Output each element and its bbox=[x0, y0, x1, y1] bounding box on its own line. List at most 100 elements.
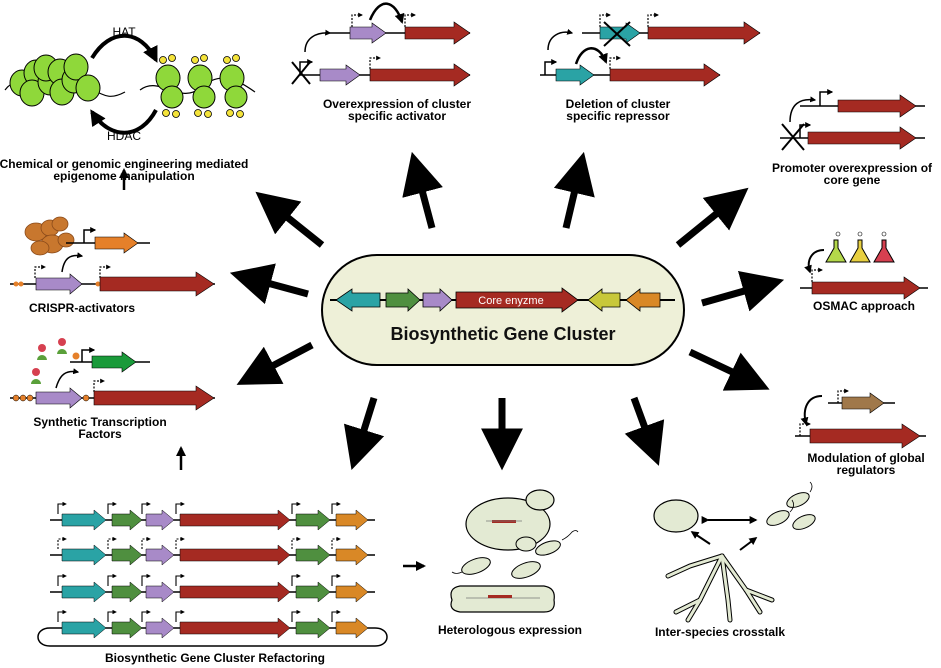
global-label-2: regulators bbox=[837, 463, 896, 477]
arrow-to-osmac bbox=[701, 270, 785, 312]
repressor-gene bbox=[599, 22, 641, 44]
epigenome-panel: HAT HDAC Chemical or genomic engineering… bbox=[0, 25, 256, 183]
refactor-gene bbox=[295, 509, 331, 531]
gene-lime bbox=[587, 288, 621, 312]
crispr-label: CRISPR-activators bbox=[29, 301, 135, 315]
stf-label-2: Factors bbox=[78, 427, 122, 441]
filamentous-fungus-fill bbox=[666, 554, 774, 622]
arrow-to-activator bbox=[402, 151, 443, 229]
refactor-promoter bbox=[175, 501, 185, 514]
cluster-capsule bbox=[321, 254, 685, 366]
hdac-label: HDAC bbox=[107, 129, 141, 143]
activator-label-2: specific activator bbox=[348, 109, 446, 123]
plasmid-loop bbox=[37, 627, 388, 647]
global-regulator-gene bbox=[841, 392, 885, 414]
gene-green bbox=[385, 288, 421, 312]
arrow-to-stf bbox=[236, 341, 314, 385]
crispr-orange-gene bbox=[94, 232, 139, 254]
center-cluster: Core enyzme Biosynthetic Gene Cluster bbox=[321, 254, 685, 366]
refactor-promoter bbox=[141, 501, 151, 514]
refactoring-panel bbox=[37, 501, 388, 647]
promoter-label-2: core gene bbox=[824, 173, 881, 187]
refactor-promoter bbox=[331, 501, 341, 514]
arrow-to-crosstalk bbox=[624, 396, 665, 466]
refactor-promoter bbox=[331, 536, 341, 549]
gene-core-red bbox=[455, 287, 579, 313]
radial-arrows bbox=[229, 151, 785, 471]
refactoring-label: Biosynthetic Gene Cluster Refactoring bbox=[105, 651, 325, 665]
hdac-arrow bbox=[90, 109, 158, 135]
refactor-promoter bbox=[291, 536, 301, 549]
refactor-gene bbox=[111, 581, 143, 603]
mycelium-cell bbox=[450, 585, 555, 613]
filamentous-fungus bbox=[665, 553, 775, 623]
gene-teal bbox=[335, 288, 381, 312]
arrow-to-epigenome bbox=[255, 191, 325, 248]
refactor-promoter bbox=[291, 573, 301, 586]
refactor-gene bbox=[179, 509, 291, 531]
refactor-promoter bbox=[57, 609, 67, 622]
refactor-promoter bbox=[175, 573, 185, 586]
refactor-gene bbox=[179, 581, 291, 603]
refactor-gene bbox=[111, 509, 143, 531]
refactor-gene bbox=[295, 544, 331, 566]
refactor-gene bbox=[145, 509, 175, 531]
refactor-gene bbox=[179, 544, 291, 566]
refactor-promoter bbox=[175, 609, 185, 622]
arrow-to-promoter bbox=[675, 187, 749, 248]
refactor-gene bbox=[61, 617, 107, 639]
refactor-gene bbox=[335, 581, 369, 603]
cluster-title: Biosynthetic Gene Cluster bbox=[390, 324, 615, 344]
stf-panel: Synthetic Transcription Factors bbox=[10, 338, 215, 441]
bacteria bbox=[461, 540, 561, 579]
crosstalk-yeast bbox=[653, 499, 699, 533]
small-arrows bbox=[119, 168, 426, 571]
crosstalk-bacteria bbox=[766, 492, 816, 530]
refactor-gene bbox=[61, 581, 107, 603]
global-label-1: Modulation of global bbox=[807, 451, 924, 465]
arrow-to-crispr bbox=[229, 263, 309, 305]
refactor-promoter bbox=[57, 573, 67, 586]
tf-molecules bbox=[31, 338, 80, 384]
flask-yellow bbox=[849, 239, 871, 263]
refactor-promoter bbox=[291, 609, 301, 622]
refactor-promoter bbox=[291, 501, 301, 514]
epigenome-label-2: epigenome manipulation bbox=[53, 169, 194, 183]
condensed-nucleosomes bbox=[9, 53, 101, 107]
refactor-promoter bbox=[141, 609, 151, 622]
refactor-promoter bbox=[141, 573, 151, 586]
refactor-promoter bbox=[331, 609, 341, 622]
open-nucleosomes bbox=[155, 64, 248, 109]
refactor-gene bbox=[61, 509, 107, 531]
repressor-label-2: specific repressor bbox=[566, 109, 670, 123]
arrow-to-refactoring bbox=[343, 396, 385, 471]
stf-label-1: Synthetic Transcription bbox=[33, 415, 166, 429]
activator-panel: Overexpression of cluster specific activ… bbox=[291, 2, 471, 123]
refactor-promoter bbox=[57, 501, 67, 514]
refactor-gene bbox=[145, 617, 175, 639]
flask-green bbox=[825, 239, 847, 263]
refactor-promoter bbox=[107, 573, 117, 586]
refactor-gene bbox=[335, 509, 369, 531]
refactor-promoter bbox=[175, 536, 185, 549]
refactor-promoter bbox=[331, 573, 341, 586]
repressor-label-1: Deletion of cluster bbox=[566, 97, 671, 111]
crosstalk-panel: Inter-species crosstalk bbox=[653, 481, 816, 639]
crispr-panel: CRISPR-activators bbox=[10, 216, 215, 315]
target-gene bbox=[404, 21, 471, 45]
refactor-promoter bbox=[107, 609, 117, 622]
crosstalk-label: Inter-species crosstalk bbox=[655, 625, 785, 639]
refactor-gene bbox=[179, 617, 291, 639]
gene-purple bbox=[422, 288, 453, 312]
refactor-gene bbox=[111, 544, 143, 566]
refactor-gene bbox=[335, 544, 369, 566]
gene-orange bbox=[625, 288, 661, 312]
refactor-gene bbox=[295, 581, 331, 603]
epigenome-label-1: Chemical or genomic engineering mediated bbox=[0, 157, 248, 171]
refactor-gene bbox=[295, 617, 331, 639]
stf-green-gene bbox=[91, 351, 137, 373]
hat-label: HAT bbox=[112, 25, 136, 39]
arrow-to-repressor bbox=[553, 151, 595, 229]
heterologous-label: Heterologous expression bbox=[438, 623, 582, 637]
